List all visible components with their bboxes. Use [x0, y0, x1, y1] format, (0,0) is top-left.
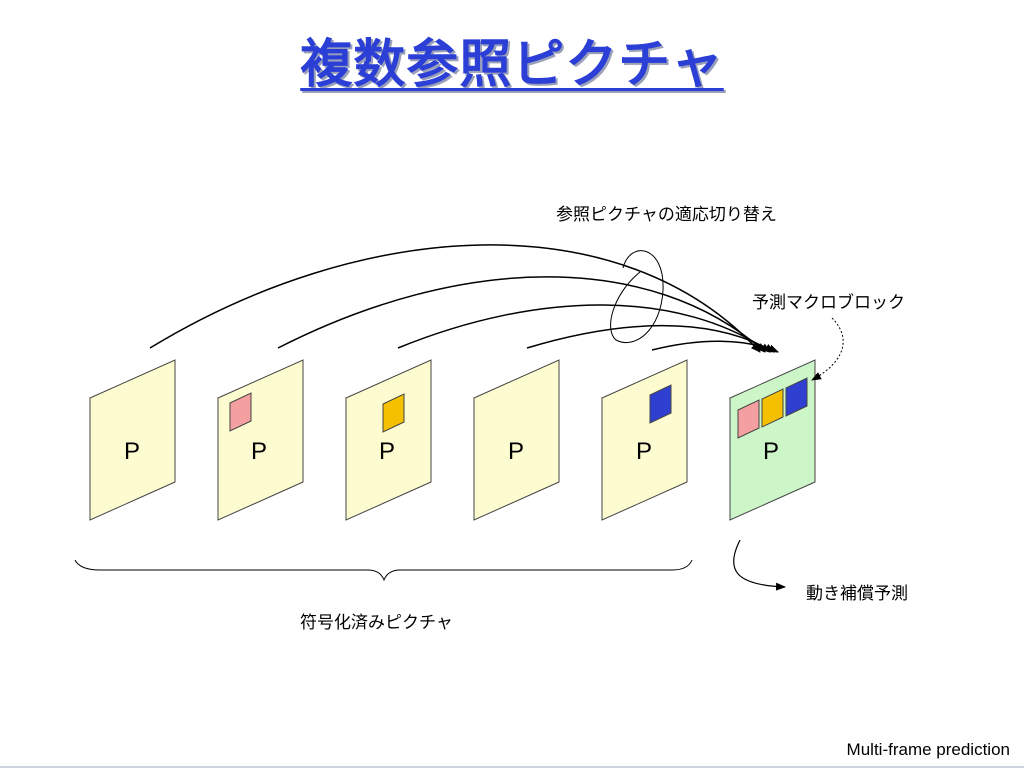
coded-pictures-label: 符号化済みピクチャ [300, 613, 453, 633]
footer-caption: Multi-frame prediction [846, 740, 1010, 759]
picture-frame-4 [473, 359, 560, 521]
prediction-macroblock-label: 予測マクロブロック [752, 293, 905, 313]
reference-arrow-3 [397, 304, 771, 353]
adaptive-switch-label: 参照ピクチャの適応切り替え [556, 205, 777, 225]
reference-arrow-5 [651, 340, 779, 353]
picture-label-2: P [251, 438, 268, 465]
page-title: 複数参照ピクチャ [300, 35, 724, 95]
footer-divider [0, 766, 1024, 768]
picture-label-4: P [508, 438, 525, 465]
picture-frame-1 [89, 359, 176, 521]
reference-arrow-2 [277, 276, 766, 353]
reference-arrow-1 [149, 244, 761, 353]
picture-label-3: P [379, 438, 396, 465]
current-block-blue [785, 377, 808, 417]
macroblock-pointer [811, 317, 844, 381]
picture-label-5: P [636, 438, 653, 465]
adaptive-switch-loop [610, 250, 664, 343]
motion-compensation-label: 動き補償予測 [806, 584, 908, 604]
block-yellow [382, 393, 405, 433]
block-pink [229, 392, 252, 432]
current-block-yellow [761, 388, 784, 428]
picture-label-1: P [124, 438, 141, 465]
current-block-pink [737, 399, 760, 439]
picture-label-current: P [763, 438, 780, 465]
motion-compensation-arrow [733, 539, 786, 591]
picture-frame-3 [345, 359, 432, 521]
block-blue [649, 384, 672, 424]
reference-arrow-4 [526, 324, 775, 353]
coded-pictures-brace [74, 559, 693, 582]
